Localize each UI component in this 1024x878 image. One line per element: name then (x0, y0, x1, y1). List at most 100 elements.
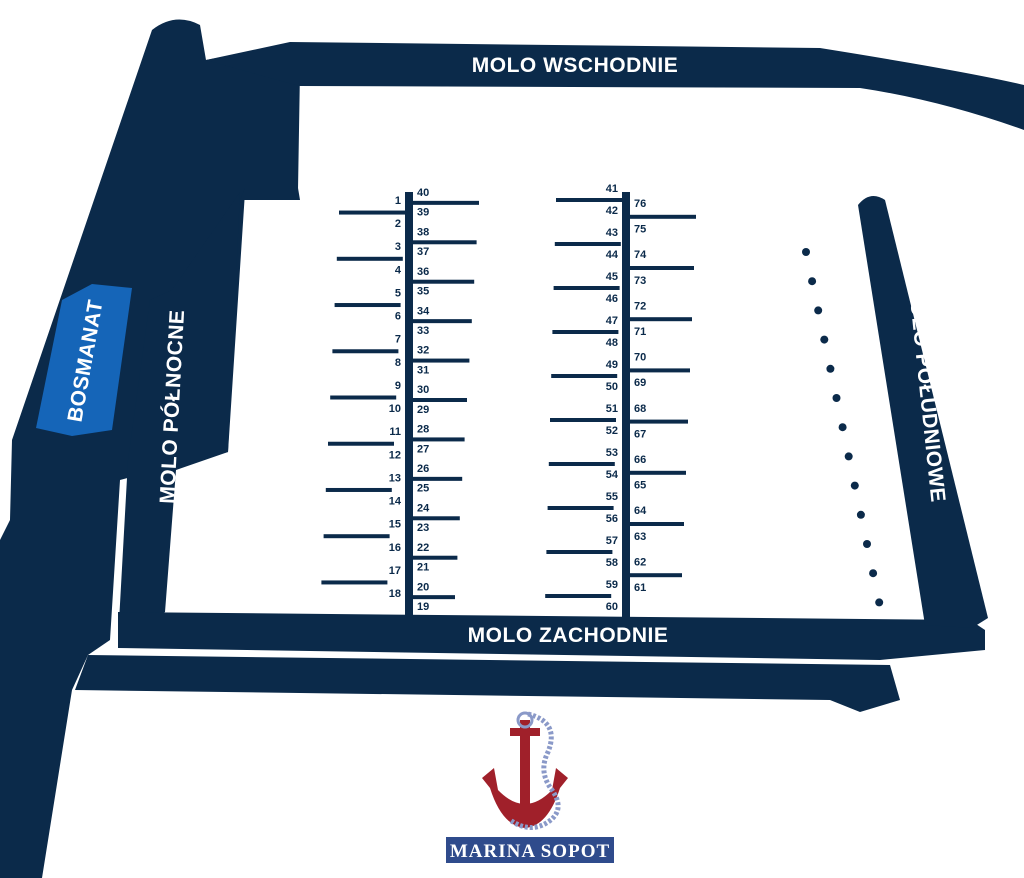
berth-number: 20 (417, 581, 429, 593)
berth-number: 11 (389, 426, 401, 438)
berth-number: 51 (606, 403, 618, 415)
pontoons: 1234567891011121314151617184039383736353… (321, 183, 696, 620)
berth-number: 28 (417, 424, 429, 436)
pontoon-finger (630, 266, 694, 270)
berth-number: 53 (606, 447, 618, 459)
molo-polnocne (240, 188, 300, 200)
pontoon-finger (550, 418, 616, 422)
mooring-buoy (820, 335, 829, 344)
berth-number: 21 (417, 562, 429, 574)
pontoon-finger (554, 242, 621, 246)
berth-number: 47 (606, 315, 618, 327)
berth-number: 22 (417, 542, 429, 554)
pontoon-finger (328, 441, 394, 446)
berth-number: 35 (417, 286, 429, 298)
pontoon-finger (413, 555, 458, 560)
pontoon-finger (339, 210, 405, 215)
berth-number: 76 (634, 198, 646, 210)
berth-number: 34 (417, 305, 430, 317)
pontoon-finger (413, 240, 477, 245)
pontoon-spine (622, 192, 630, 620)
berth-number: 63 (634, 531, 646, 543)
pontoon-finger (330, 395, 397, 400)
berth-number: 42 (606, 205, 618, 217)
pontoon-finger (630, 470, 686, 475)
berth-number: 55 (606, 491, 618, 503)
berth-number: 60 (606, 601, 618, 613)
berth-number: 49 (606, 359, 618, 371)
berth-number: 1 (395, 195, 401, 207)
berth-number: 17 (389, 565, 401, 577)
mooring-buoy (802, 248, 810, 256)
pontoon-finger (413, 516, 460, 521)
berth-number: 70 (634, 352, 646, 364)
mooring-buoy (844, 452, 853, 461)
berth-number: 38 (417, 226, 429, 238)
molo-zachodnie (118, 612, 985, 660)
berth-number: 61 (634, 582, 646, 594)
berth-number: 36 (417, 266, 429, 278)
berth-number: 27 (417, 443, 429, 455)
berth-number: 69 (634, 377, 646, 389)
pontoon-finger (552, 330, 619, 334)
berth-number: 41 (606, 183, 618, 195)
berth-number: 71 (634, 326, 646, 338)
pontoon-finger (548, 462, 615, 466)
anchor-icon (482, 711, 568, 830)
berth-number: 4 (395, 264, 402, 276)
berth-number: 39 (417, 207, 429, 219)
logo-text: MARINA SOPOT (450, 841, 610, 862)
berth-number: 8 (395, 357, 401, 369)
mooring-buoy (832, 394, 841, 402)
berth-number: 23 (417, 522, 429, 534)
molo-wschodnie (206, 42, 1024, 130)
pontoon-finger (334, 303, 401, 308)
berth-number: 29 (417, 404, 429, 416)
berth-number: 67 (634, 428, 646, 440)
pontoon-finger (630, 214, 696, 219)
berth-number: 57 (606, 535, 618, 547)
berth-number: 68 (634, 403, 646, 415)
logo-box (446, 837, 614, 863)
berth-number: 50 (606, 381, 618, 393)
berth-number: 73 (634, 275, 646, 287)
mooring-buoy (814, 306, 823, 315)
marina-sopot-logo: MARINA SOPOT (446, 711, 614, 863)
outer-breakwater (75, 655, 900, 712)
berth-number: 14 (389, 496, 402, 508)
molo-poludniowe (858, 196, 988, 628)
mooring-buoy (869, 569, 878, 578)
pontoon-finger (413, 595, 455, 600)
berth-number: 30 (417, 384, 429, 396)
berth-number: 52 (606, 425, 618, 437)
berth-number: 32 (417, 345, 429, 357)
pontoon-finger (413, 437, 465, 442)
berth-number: 26 (417, 463, 429, 475)
pontoon-spine (405, 192, 413, 618)
pontoon-finger (413, 398, 467, 402)
pontoon-finger (413, 319, 472, 324)
berth-number: 66 (634, 454, 646, 466)
berth-number: 65 (634, 480, 646, 492)
berth-number: 19 (417, 601, 429, 613)
pontoon-finger (332, 349, 399, 354)
pontoon-finger (553, 286, 620, 290)
berth-number: 16 (389, 542, 401, 554)
berth-number: 33 (417, 325, 429, 337)
pontoon-finger (547, 506, 614, 510)
berth-number: 3 (395, 241, 401, 253)
berth-number: 10 (389, 403, 401, 415)
berth-number: 15 (389, 519, 401, 531)
pontoon-finger (630, 419, 688, 424)
mooring-buoy (856, 510, 865, 519)
pontoon-finger (413, 200, 479, 205)
pontoon-finger (551, 374, 618, 378)
berth-number: 31 (417, 364, 429, 376)
molo-polnocne-body (118, 192, 240, 640)
pontoon-finger (556, 198, 622, 202)
berth-number: 46 (606, 293, 618, 305)
berth-number: 24 (417, 502, 430, 514)
pontoon-finger (413, 476, 463, 481)
berth-number: 64 (634, 505, 647, 517)
